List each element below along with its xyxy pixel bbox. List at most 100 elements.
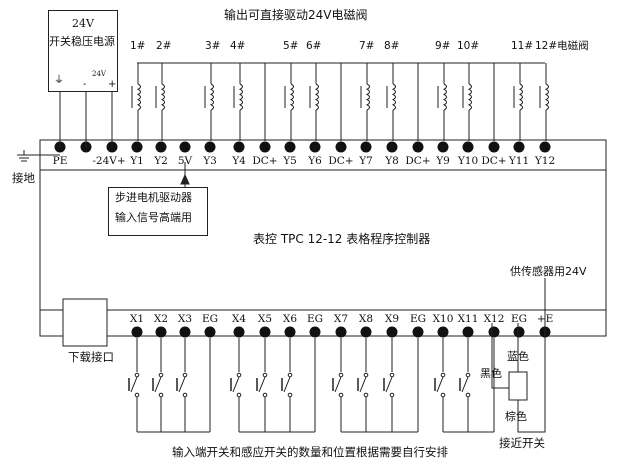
bottom-terminal-label: EG bbox=[409, 313, 427, 325]
switch-blade bbox=[283, 376, 291, 393]
top-terminal-label: Y1 bbox=[130, 155, 144, 167]
coil-number: 4# bbox=[230, 40, 246, 52]
solenoid-coil-icon bbox=[238, 83, 243, 111]
proximity-switch-body bbox=[508, 371, 528, 401]
coil-number: 5# bbox=[283, 40, 299, 52]
solenoid-coil-icon bbox=[544, 83, 549, 111]
stepper-note-line2: 输入信号高端用 bbox=[115, 211, 192, 224]
top-terminal-label: Y4 bbox=[232, 155, 246, 167]
bottom-terminal-dot bbox=[360, 326, 372, 338]
switch-contact bbox=[236, 372, 242, 378]
coil-number: 10# bbox=[457, 40, 480, 52]
switch-contact bbox=[287, 392, 293, 398]
top-terminal-dot bbox=[233, 141, 245, 153]
bottom-terminal-dot bbox=[513, 326, 525, 338]
switch-contact bbox=[158, 372, 164, 378]
bottom-caption: 输入端开关和感应开关的数量和位置根据需要自行安排 bbox=[172, 445, 448, 459]
psu-voltage: 24V bbox=[72, 17, 94, 30]
bottom-terminal-label: X11 bbox=[457, 313, 479, 325]
top-terminal-label: Y3 bbox=[203, 155, 217, 167]
solenoid-coil-icon bbox=[160, 83, 165, 111]
top-caption: 输出可直接驱动24V电磁阀 bbox=[224, 8, 368, 22]
top-terminal-dot bbox=[360, 141, 372, 153]
switch-blade bbox=[154, 376, 162, 393]
bottom-terminal-label: X5 bbox=[257, 313, 273, 325]
psu-pin-24v: 24V bbox=[92, 70, 106, 78]
bottom-terminal-label: EG bbox=[201, 313, 219, 325]
switch-contact bbox=[389, 372, 395, 378]
bottom-terminal-dot bbox=[259, 326, 271, 338]
top-terminal-label: DC+ bbox=[405, 155, 431, 167]
top-terminal-dot bbox=[513, 141, 525, 153]
psu-wires bbox=[59, 92, 113, 147]
bottom-terminal-label: X4 bbox=[231, 313, 247, 325]
top-terminal-dot bbox=[204, 141, 216, 153]
bottom-terminal-label: EG bbox=[306, 313, 324, 325]
download-port-label: 下载接口 bbox=[68, 350, 114, 364]
switch-blade bbox=[334, 376, 342, 393]
switch-contact bbox=[158, 392, 164, 398]
sensor-power-note: 供传感器用24V bbox=[510, 265, 587, 278]
controller-body bbox=[39, 139, 607, 337]
switch-contact bbox=[363, 372, 369, 378]
bottom-terminal-label: X3 bbox=[177, 313, 193, 325]
proximity-switch-wires bbox=[491, 323, 546, 433]
top-terminal-dot bbox=[437, 141, 449, 153]
top-terminal-dot bbox=[309, 141, 321, 153]
switch-contact bbox=[338, 392, 344, 398]
top-terminal-label: DC+ bbox=[328, 155, 354, 167]
controller-title: 表控 TPC 12-12 表格程序控制器 bbox=[253, 232, 431, 246]
switch-contact bbox=[338, 372, 344, 378]
bottom-terminal-dot bbox=[386, 326, 398, 338]
bottom-terminal-dot bbox=[335, 326, 347, 338]
stepper-pointer-arrow bbox=[180, 162, 190, 187]
bottom-terminal-label: X10 bbox=[432, 313, 454, 325]
wire-label-blue: 蓝色 bbox=[507, 350, 529, 363]
top-terminal-label: 5V bbox=[177, 155, 193, 167]
switch-contact bbox=[262, 372, 268, 378]
switch-blade bbox=[178, 376, 186, 393]
switch-contact bbox=[363, 392, 369, 398]
power-supply-box bbox=[48, 10, 118, 92]
top-terminal-dot bbox=[259, 141, 271, 153]
coil-number: 6# bbox=[306, 40, 322, 52]
ground-label: 接地 bbox=[12, 171, 35, 185]
top-terminal-dot bbox=[539, 141, 551, 153]
top-terminal-dot bbox=[462, 141, 474, 153]
top-terminal-label: DC+ bbox=[481, 155, 507, 167]
bottom-terminal-dot bbox=[131, 326, 143, 338]
switch-contact bbox=[182, 372, 188, 378]
switch-contact bbox=[182, 392, 188, 398]
top-terminal-dot bbox=[488, 141, 500, 153]
bottom-terminal-label: X2 bbox=[153, 313, 169, 325]
switch-contact bbox=[465, 372, 471, 378]
bottom-terminal-label: +E bbox=[536, 313, 554, 325]
top-terminal-label: PE bbox=[52, 155, 68, 167]
switch-blade bbox=[385, 376, 393, 393]
switch-contact bbox=[236, 392, 242, 398]
coil-number: 3# bbox=[205, 40, 221, 52]
bottom-terminal-dot bbox=[412, 326, 424, 338]
coil-number: 8# bbox=[384, 40, 400, 52]
bottom-terminal-label: X1 bbox=[129, 313, 145, 325]
bottom-terminal-label: X8 bbox=[358, 313, 374, 325]
bottom-terminal-label: X7 bbox=[333, 313, 349, 325]
solenoid-coil-icon bbox=[391, 83, 396, 111]
top-terminal-dot bbox=[155, 141, 167, 153]
bottom-terminal-dot bbox=[437, 326, 449, 338]
top-terminal-label: Y12 bbox=[534, 155, 556, 167]
switch-contact bbox=[440, 392, 446, 398]
switch-contact bbox=[440, 372, 446, 378]
coil-number: 9# bbox=[435, 40, 451, 52]
top-terminal-label: DC+ bbox=[252, 155, 278, 167]
bottom-terminal-label: X9 bbox=[384, 313, 400, 325]
ground-symbol-icon bbox=[17, 150, 60, 162]
switch-contact bbox=[134, 372, 140, 378]
switch-contact bbox=[262, 392, 268, 398]
solenoid-coil-icon bbox=[289, 83, 294, 111]
bottom-terminal-dot bbox=[204, 326, 216, 338]
coil-number: 11# bbox=[511, 40, 534, 52]
switch-blade bbox=[130, 376, 138, 393]
switch-blade bbox=[258, 376, 266, 393]
